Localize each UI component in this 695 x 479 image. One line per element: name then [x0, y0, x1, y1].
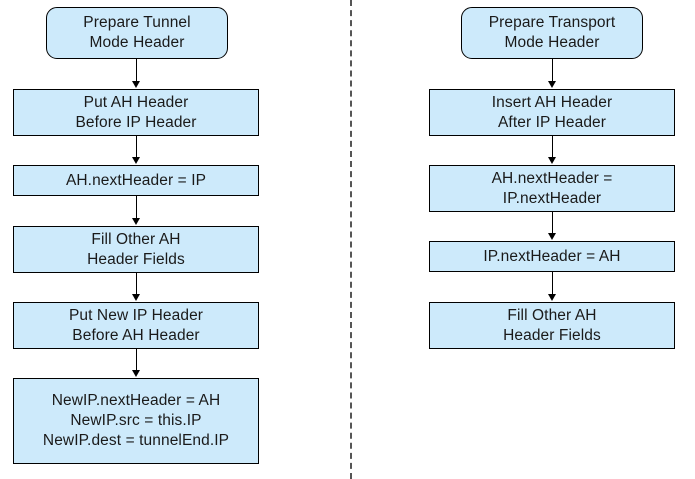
node-text-line: Insert AH Header	[491, 93, 613, 111]
node-text-line: Mode Header	[504, 34, 600, 51]
node-text-line: Mode Header	[89, 34, 185, 51]
arrowhead-tunnel-5	[131, 370, 140, 377]
node-put-ah-header-before-ip-header[interactable]: Put AH Header Before IP Header	[13, 89, 259, 136]
node-text-line: IP.nextHeader = AH	[483, 247, 621, 265]
arrowhead-transport-2	[547, 157, 556, 164]
node-text-line: Fill Other AH	[507, 306, 597, 324]
node-text-line: NewIP.src = this.IP	[70, 412, 202, 429]
connector-tunnel-1	[136, 59, 137, 82]
node-text-line: Before AH Header	[72, 326, 200, 344]
connector-tunnel-4	[136, 273, 137, 295]
node-text-line: IP.nextHeader	[502, 189, 602, 207]
node-fill-other-ah-header-fields-transport[interactable]: Fill Other AH Header Fields	[429, 302, 675, 349]
node-ah-nextheader-ip-nextheader[interactable]: AH.nextHeader = IP.nextHeader	[429, 165, 675, 212]
arrowhead-tunnel-4	[131, 294, 140, 301]
node-text-line: Header Fields	[87, 250, 185, 268]
node-text-line: Prepare Transport	[488, 14, 616, 31]
node-prepare-tunnel-mode-header[interactable]: Prepare Tunnel Mode Header	[46, 7, 228, 59]
connector-transport-2	[552, 136, 553, 158]
node-insert-ah-header-after-ip-header[interactable]: Insert AH Header After IP Header	[429, 89, 675, 136]
arrowhead-transport-1	[547, 81, 556, 88]
node-newip-assignments[interactable]: NewIP.nextHeader = AH NewIP.src = this.I…	[13, 378, 259, 464]
arrowhead-transport-3	[547, 233, 556, 240]
node-text-line: AH.nextHeader = IP	[65, 171, 207, 189]
column-divider	[350, 0, 352, 479]
node-fill-other-ah-header-fields[interactable]: Fill Other AH Header Fields	[13, 226, 259, 273]
connector-tunnel-2	[136, 136, 137, 158]
node-text-line: Prepare Tunnel	[83, 14, 191, 31]
node-put-new-ip-header-before-ah-header[interactable]: Put New IP Header Before AH Header	[13, 302, 259, 349]
node-text-line: Header Fields	[503, 326, 601, 344]
arrowhead-tunnel-1	[131, 81, 140, 88]
node-ip-nextheader-ah[interactable]: IP.nextHeader = AH	[429, 241, 675, 272]
connector-tunnel-3	[136, 196, 137, 219]
arrowhead-transport-4	[547, 294, 556, 301]
node-text-line: Put AH Header	[83, 93, 189, 111]
connector-transport-1	[552, 59, 553, 82]
connector-transport-3	[552, 212, 553, 234]
connector-transport-4	[552, 272, 553, 295]
node-text-line: After IP Header	[497, 113, 607, 131]
arrowhead-tunnel-2	[131, 157, 140, 164]
node-text-line: NewIP.dest = tunnelEnd.IP	[42, 432, 230, 449]
node-text-line: NewIP.nextHeader = AH	[51, 392, 221, 409]
node-text-line: AH.nextHeader =	[491, 169, 613, 187]
arrowhead-tunnel-3	[131, 218, 140, 225]
node-text-line: Before IP Header	[75, 113, 197, 131]
connector-tunnel-5	[136, 349, 137, 371]
node-prepare-transport-mode-header[interactable]: Prepare Transport Mode Header	[461, 7, 643, 59]
node-text-line: Fill Other AH	[91, 230, 181, 248]
node-ah-nextheader-ip[interactable]: AH.nextHeader = IP	[13, 165, 259, 196]
node-text-line: Put New IP Header	[68, 306, 204, 324]
